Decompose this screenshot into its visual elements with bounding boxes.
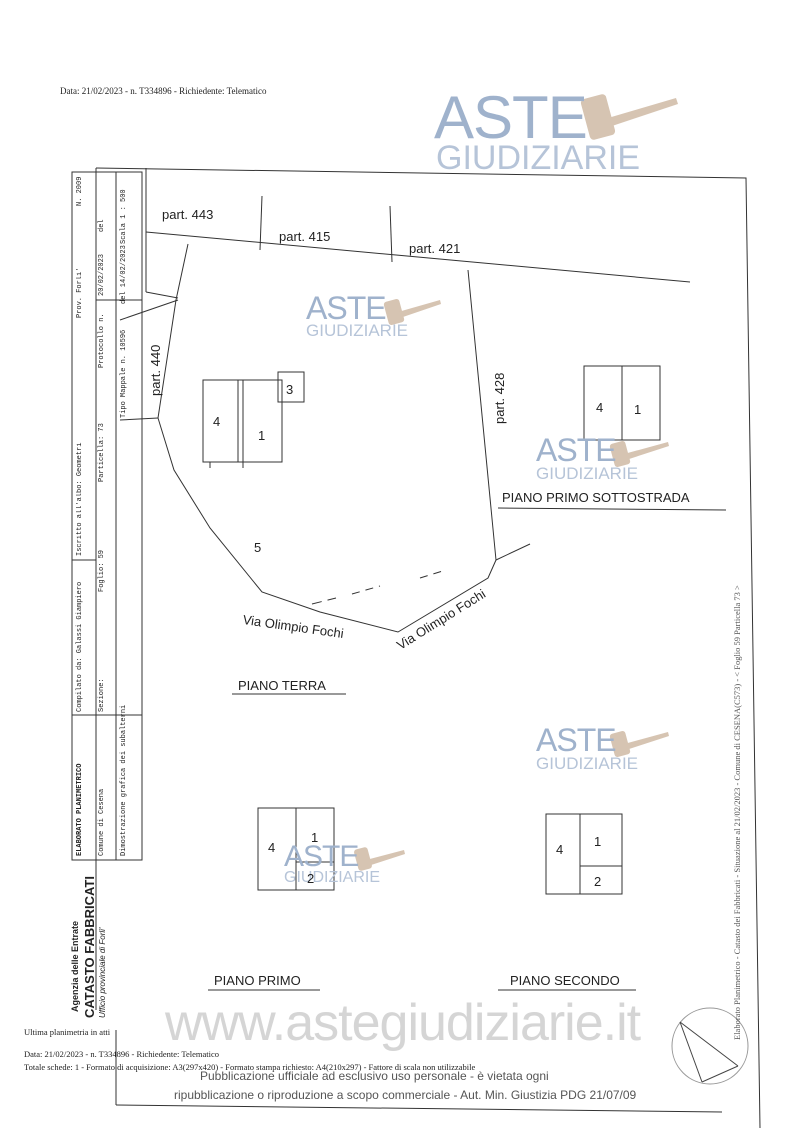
pub-line1: Pubblicazione ufficiale ad esclusivo uso… [200, 1069, 549, 1083]
unit-number: 1 [258, 428, 266, 443]
watermark-aste: ASTE [306, 290, 387, 326]
agency-line2: CATASTO FABBRICATI [82, 875, 97, 1018]
unit-number: 2 [307, 871, 315, 886]
parcel-label-440: part. 440 [148, 344, 163, 396]
watermark-aste: ASTE [536, 722, 617, 758]
plan-title-secondo: PIANO SECONDO [510, 973, 620, 988]
title-compilato: Compilato da: Galassi Giampiero [76, 581, 84, 712]
plan-title-primo: PIANO PRIMO [214, 973, 301, 988]
gavel-icon [609, 441, 669, 467]
title-comune: Comune di Cesena [98, 788, 106, 856]
parcel-label-428: part. 428 [492, 372, 507, 424]
header-line: Data: 21/02/2023 - n. T334896 - Richiede… [60, 86, 267, 96]
unit-number: 5 [254, 540, 262, 555]
plan-title-sottostrada: PIANO PRIMO SOTTOSTRADA [502, 490, 690, 505]
parcel-label-415: part. 415 [279, 229, 331, 244]
title-iscritto: Iscritto all'albo: Geometri [76, 442, 84, 556]
title-elaborato: ELABORATO PLANIMETRICO [76, 763, 84, 856]
title-dimostrazione: Dimostrazione grafica dei subalterni [120, 704, 128, 856]
pub-line2: ripubblicazione o riproduzione a scopo c… [174, 1088, 637, 1102]
unit-number: 4 [596, 400, 604, 415]
plan-title-terra: PIANO TERRA [238, 678, 326, 693]
unit-number: 3 [286, 382, 294, 397]
watermark-aste: ASTE [434, 84, 588, 151]
title-tipo-mappale-del: del 14/02/2023 [120, 245, 128, 304]
watermark-giudiziarie: GIUDIZIARIE [306, 321, 409, 340]
watermark-aste: ASTE [284, 840, 359, 873]
agency-line1: Agenzia delle Entrate [70, 920, 80, 1012]
title-particella: Particella: 73 [98, 423, 106, 482]
title-block-box [71, 171, 143, 861]
footer-ultima: Ultima planimetria in atti [24, 1027, 111, 1037]
title-n: N. 2009 [76, 176, 84, 206]
frame-bottom [115, 1104, 723, 1113]
title-protocollo: Protocollo n. [98, 313, 106, 368]
watermark-giudiziarie: GIUDIZIARIE [284, 869, 381, 886]
unit-number: 2 [594, 874, 602, 889]
unit-number: 4 [556, 842, 564, 857]
watermark-giudiziarie: GIUDIZIARIE [536, 464, 639, 483]
frame-line [95, 167, 761, 1129]
title-foglio: Foglio: 59 [98, 549, 106, 592]
title-protocollo-date: 20/02/2023 [98, 253, 106, 296]
watermark-giudiziarie: GIUDIZIARIE [536, 754, 639, 773]
side-note: Elaborato Planimetrico - Catasto dei Fab… [732, 585, 742, 1040]
gavel-icon [580, 94, 678, 140]
watermark-site: www.astegiudiziarie.it [165, 994, 641, 1052]
north-arrow-icon [671, 1007, 749, 1085]
title-sezione: Sezione: [98, 678, 106, 712]
watermark-aste: ASTE [536, 432, 617, 468]
unit-number: 1 [311, 830, 319, 845]
parcel-label-421: part. 421 [409, 241, 461, 256]
footer-data: Data: 21/02/2023 - n. T334896 - Richiede… [24, 1049, 220, 1059]
gavel-icon [609, 731, 669, 757]
gavel-icon [383, 299, 441, 325]
title-scala: Scala 1 : 500 [120, 189, 128, 244]
title-prov: Prov. Forli' [76, 267, 84, 318]
title-tipo-mappale: Tipo Mappale n. 10596 [120, 329, 128, 418]
parcel-label-443: part. 443 [162, 207, 214, 222]
agency-line3: Ufficio provinciale di Forli' [98, 927, 107, 1018]
footer-totale: Totale schede: 1 - Formato di acquisizio… [24, 1062, 476, 1072]
unit-number: 4 [213, 414, 221, 429]
watermark-giudiziarie: GIUDIZIARIE [436, 139, 641, 177]
unit-number: 1 [594, 834, 602, 849]
unit-number: 1 [634, 402, 642, 417]
gavel-icon [354, 847, 405, 871]
unit-number: 4 [268, 840, 276, 855]
title-del: del [98, 219, 106, 232]
